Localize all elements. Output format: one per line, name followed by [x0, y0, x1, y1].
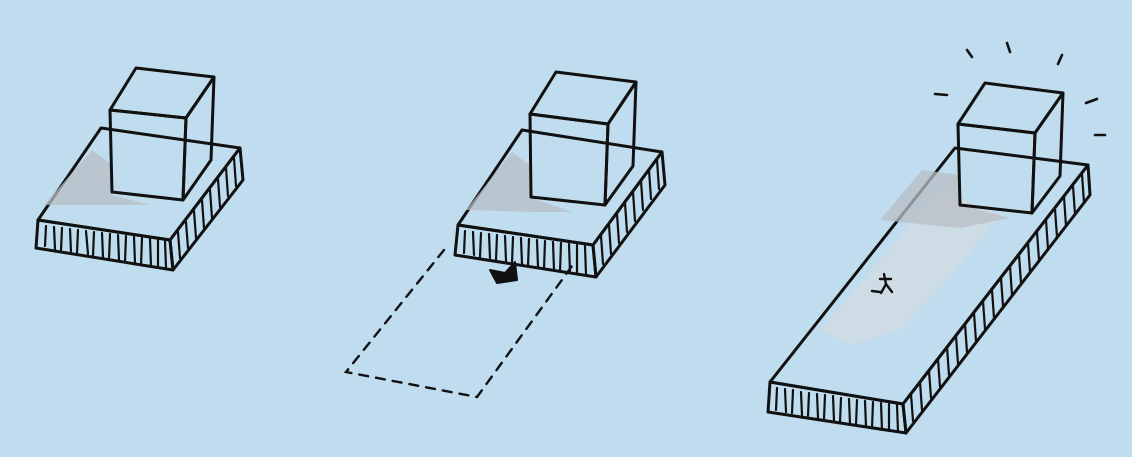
block-shadow — [466, 152, 572, 212]
base-front — [455, 225, 596, 277]
block-side — [183, 77, 214, 200]
block-side — [1032, 93, 1063, 213]
block-shadow — [44, 150, 150, 205]
block-front — [958, 124, 1035, 213]
block-shadow — [880, 170, 1010, 228]
base-front — [36, 220, 173, 270]
panel-original — [36, 68, 243, 270]
block-front — [110, 110, 186, 200]
dashed-extension-outline — [346, 250, 572, 397]
drag-arrow-icon — [490, 262, 517, 283]
panel-extending — [346, 72, 665, 397]
block-front — [530, 114, 608, 205]
base-front-long — [768, 382, 906, 433]
panel-extended — [768, 43, 1105, 433]
